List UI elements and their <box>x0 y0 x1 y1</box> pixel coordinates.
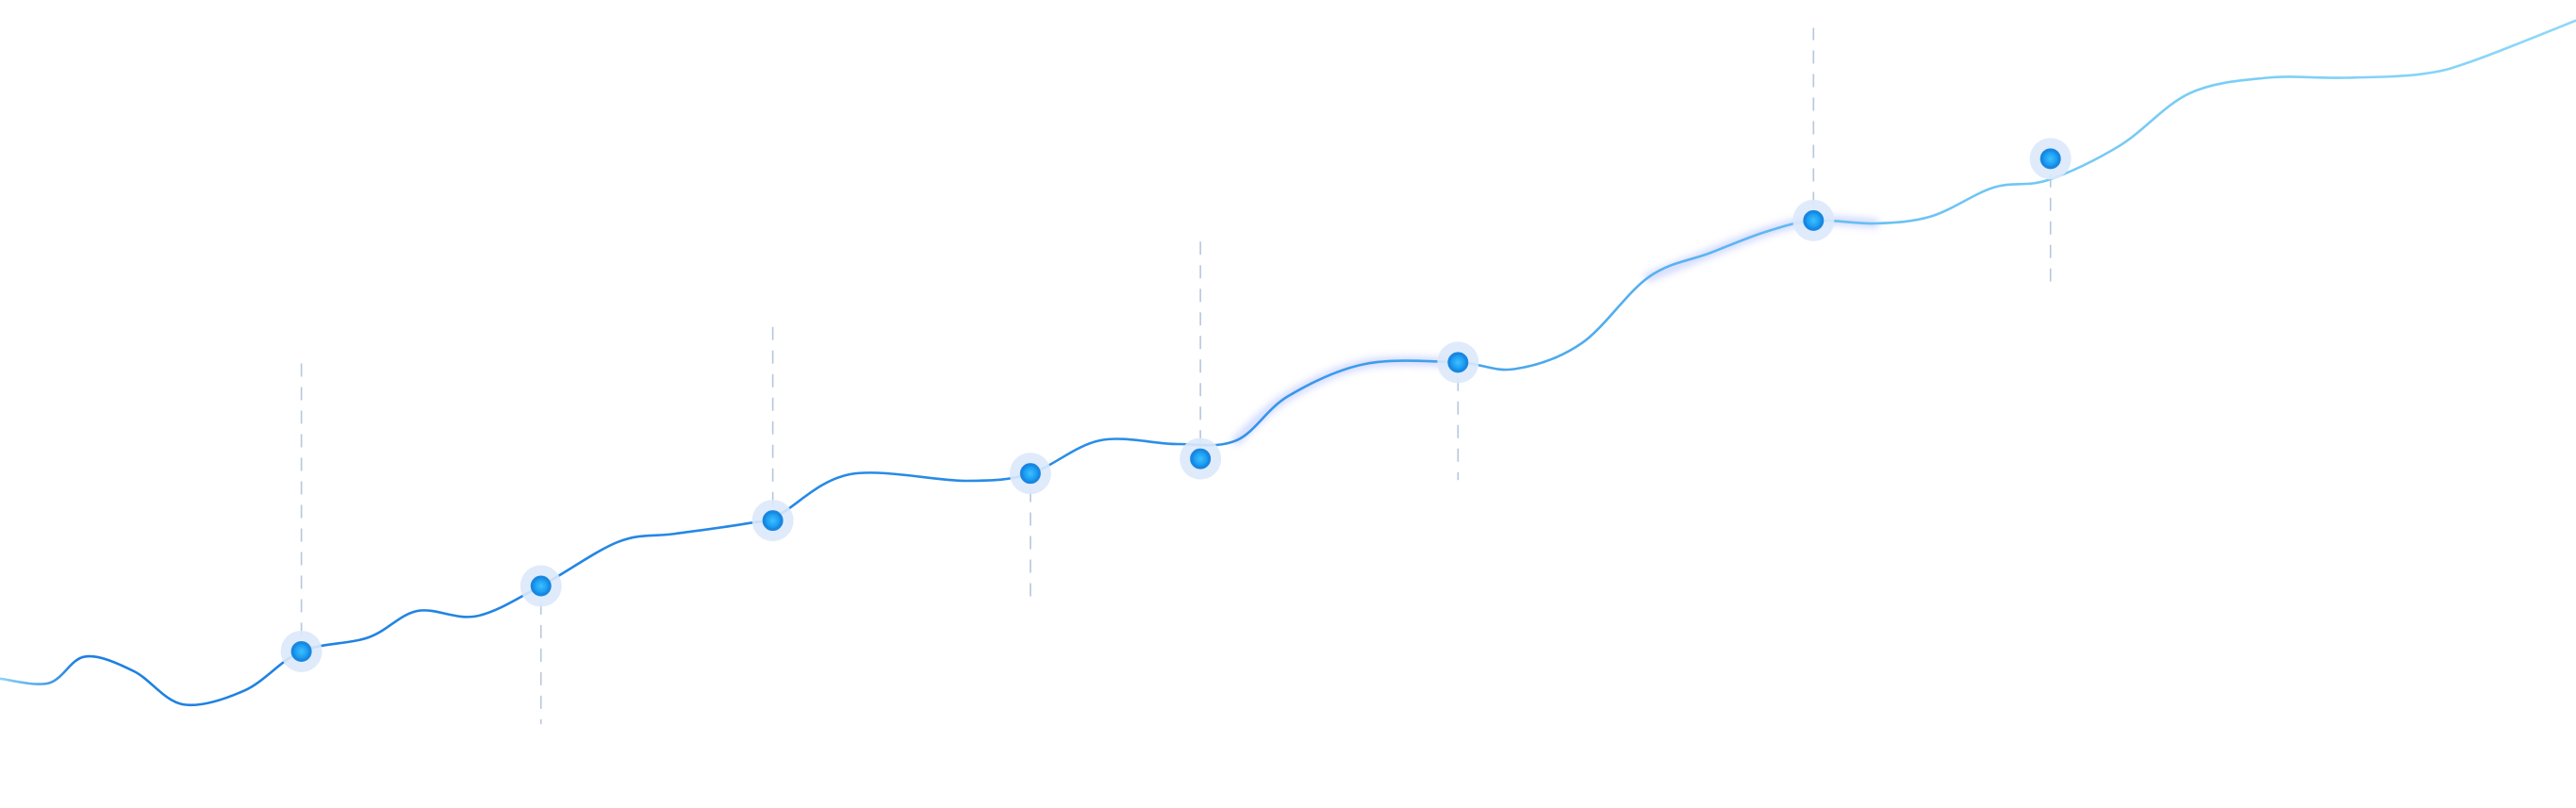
data-markers <box>280 138 2072 672</box>
curve-glow-segment <box>1644 216 1880 282</box>
data-point-dot <box>1190 448 1212 470</box>
data-point-dot <box>1803 209 1825 231</box>
data-point <box>1009 453 1051 495</box>
data-point-dot <box>762 510 784 532</box>
curve-glow-segment <box>1231 356 1462 445</box>
data-point-dot <box>290 640 312 662</box>
data-point-dot <box>530 575 552 597</box>
curve-glow <box>1231 216 1880 445</box>
data-point <box>1437 341 1479 384</box>
data-point <box>520 565 562 607</box>
data-point-dot <box>1447 352 1469 373</box>
data-point <box>280 630 322 672</box>
series-line <box>0 19 2576 707</box>
data-point-dot <box>1019 463 1041 485</box>
data-point-dot <box>2039 148 2061 170</box>
data-point <box>1792 199 1835 241</box>
data-point <box>1180 437 1222 480</box>
data-point <box>2029 138 2072 180</box>
data-point <box>751 500 794 542</box>
leader-lines <box>300 27 2052 725</box>
